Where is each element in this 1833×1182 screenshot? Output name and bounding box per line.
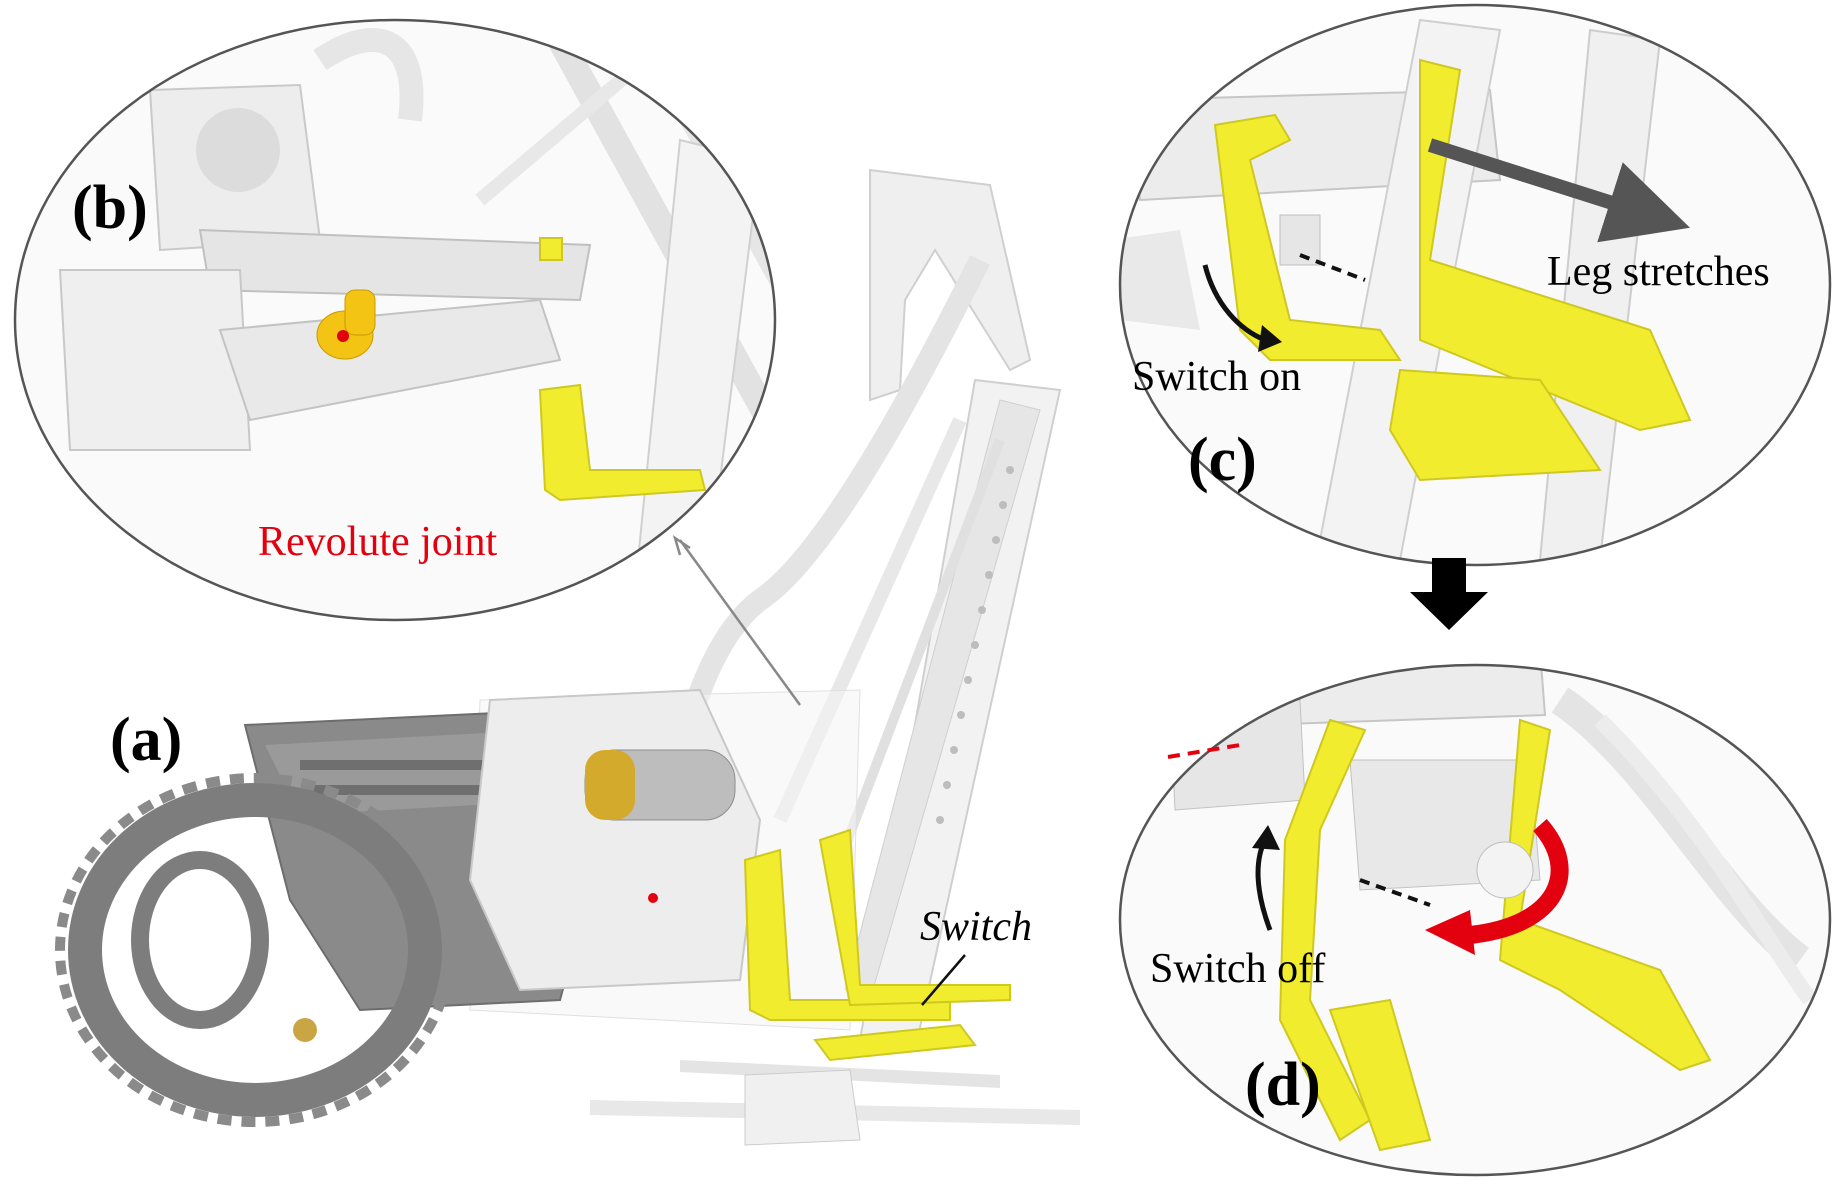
- switch-leader-line: [921, 954, 966, 1006]
- joint-axis-dash: [1167, 743, 1241, 759]
- panel-a-letter: (a): [110, 706, 182, 774]
- switch-off-dash: [1359, 878, 1431, 907]
- panel-d: Switch off (d): [1118, 663, 1832, 1177]
- panel-b-letter: (b): [72, 174, 148, 242]
- rotation-arrowhead: [1425, 910, 1475, 955]
- motor-block: [468, 688, 762, 992]
- switch-lever-d: [1278, 718, 1712, 1152]
- panel-c-letter: (c): [1188, 426, 1257, 494]
- leg-stretches-label: Leg stretches: [1547, 249, 1770, 295]
- revolute-joint-label: Revolute joint: [258, 519, 497, 565]
- switch-off-label: Switch off: [1150, 946, 1325, 992]
- ring-gear: [55, 773, 455, 1127]
- panel-c: Leg stretches Switch on (c): [1118, 3, 1832, 567]
- main-mechanism: [55, 168, 1080, 1146]
- switch-on-dash: [1299, 253, 1366, 282]
- rotation-arrow: [1468, 819, 1569, 944]
- panel-b: (b) Revolute joint: [13, 18, 777, 622]
- transition-arrow: [1410, 558, 1488, 630]
- base-rails: [590, 1060, 1080, 1146]
- switch-on-arrow: [1202, 264, 1266, 343]
- frame-holes: [936, 466, 1014, 824]
- zoom-pointer-line: [678, 539, 802, 706]
- panel-d-letter: (d): [1245, 1051, 1321, 1119]
- revolute-joint: [316, 289, 376, 360]
- switch-lever-c: [1213, 58, 1692, 482]
- switch-on-arrowhead: [1258, 325, 1282, 352]
- switch-on-label: Switch on: [1132, 354, 1301, 400]
- leg-stretch-arrow: [1427, 138, 1691, 243]
- main-switch: [743, 828, 1011, 1062]
- switch-lever-b: [538, 237, 707, 502]
- switch-off-arrowhead: [1252, 825, 1280, 850]
- zoom-pointer-arrowhead: [672, 535, 691, 556]
- switch-label: Switch: [920, 904, 1032, 950]
